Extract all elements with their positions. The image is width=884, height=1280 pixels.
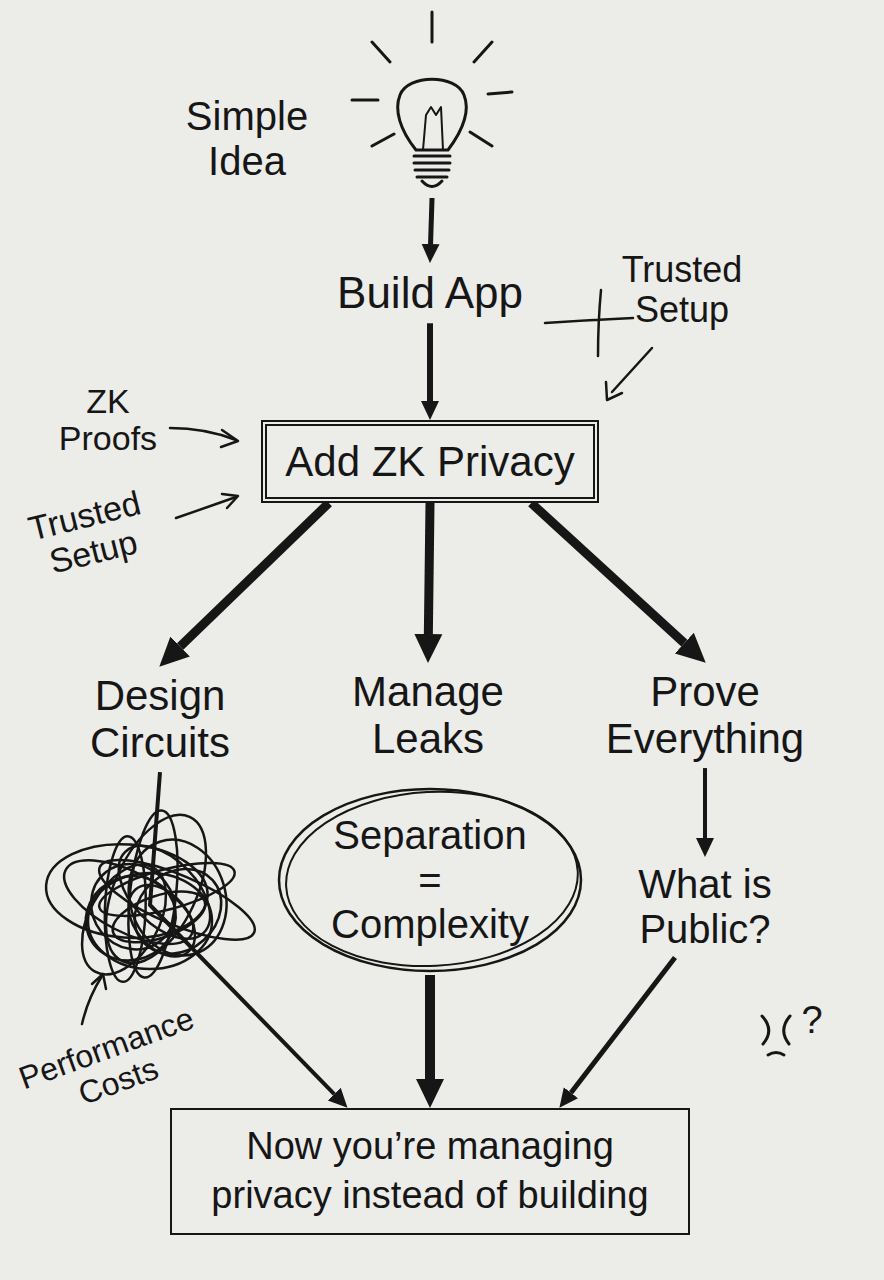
flow-arrow: [427, 323, 433, 401]
flow-arrow: [571, 958, 675, 1093]
flow-arrow: [703, 768, 707, 838]
node-text: Add ZK Privacy: [285, 438, 574, 485]
process-box: Add ZK Privacy: [261, 420, 598, 503]
leader-arrow: [612, 348, 652, 392]
scribble-loop: [121, 808, 184, 980]
leader-arrowhead: [606, 382, 622, 400]
leader-arrowhead: [92, 974, 106, 989]
flow-arrow: [431, 198, 432, 244]
annotation: ZK Proofs: [52, 383, 164, 458]
tangled-scribble: [43, 800, 264, 989]
node-text: Separation = Complexity: [323, 813, 538, 947]
leader-arrowhead: [221, 430, 238, 447]
question-text: What is Public?: [630, 862, 780, 952]
node-text: Simple Idea: [182, 94, 312, 184]
step-text: Prove Everything: [598, 668, 813, 762]
node-text: Design Circuits: [80, 672, 240, 766]
annotation: Trusted Setup: [612, 250, 752, 329]
ellipse-line: [279, 789, 581, 971]
step-text: Manage Leaks: [343, 668, 513, 762]
result-box: Now you’re managing privacy instead of b…: [170, 1108, 690, 1235]
cross-mark: [545, 290, 633, 356]
node-text: Build App: [337, 268, 523, 317]
ellipse-node: Separation = Complexity: [275, 785, 585, 975]
flow-arrow: [428, 503, 430, 634]
ellipse-line: [282, 785, 583, 973]
flow-arrow: [531, 503, 684, 643]
node-text: Now you’re managing privacy instead of b…: [194, 1122, 666, 1221]
annotation: Trusted Setup: [18, 483, 160, 587]
idea-label: Simple Idea: [180, 58, 470, 198]
step-text: Build App: [337, 268, 523, 317]
node-text: What is Public?: [630, 862, 780, 952]
light-bulb: [352, 12, 512, 187]
flow-arrow: [425, 975, 435, 1079]
annotation: Performance Costs: [9, 999, 216, 1132]
question-mark: ?: [795, 1000, 829, 1042]
leader-arrowhead: [222, 494, 238, 508]
scribble-loop: [74, 847, 192, 966]
step-text: Design Circuits: [80, 672, 240, 766]
node-text: Manage Leaks: [343, 668, 513, 762]
node-text: Prove Everything: [598, 668, 813, 762]
flow-arrow: [180, 503, 329, 647]
sad-face: [762, 1016, 790, 1055]
scribble-loop: [94, 852, 239, 927]
